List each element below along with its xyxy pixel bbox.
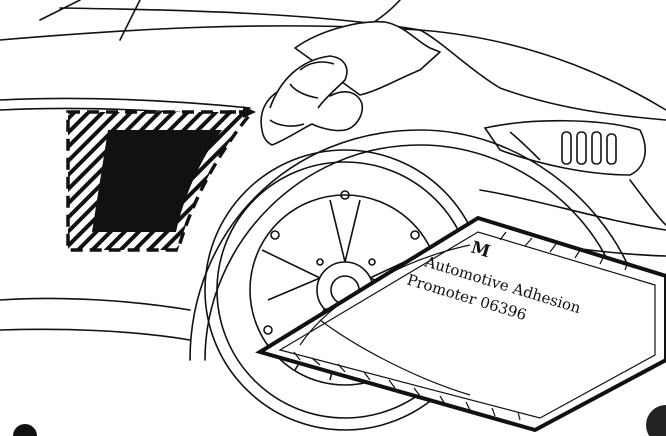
- application-area: [68, 112, 252, 250]
- gloved-hand-with-wipe-icon: [261, 22, 440, 145]
- bumper-line: [630, 180, 666, 225]
- corner-mark-right: [646, 405, 666, 436]
- packet-icon: M Automotive Adhesion Promoter 06396: [260, 218, 666, 430]
- corner-mark-left: [13, 424, 37, 436]
- headlight-icon: [485, 121, 645, 175]
